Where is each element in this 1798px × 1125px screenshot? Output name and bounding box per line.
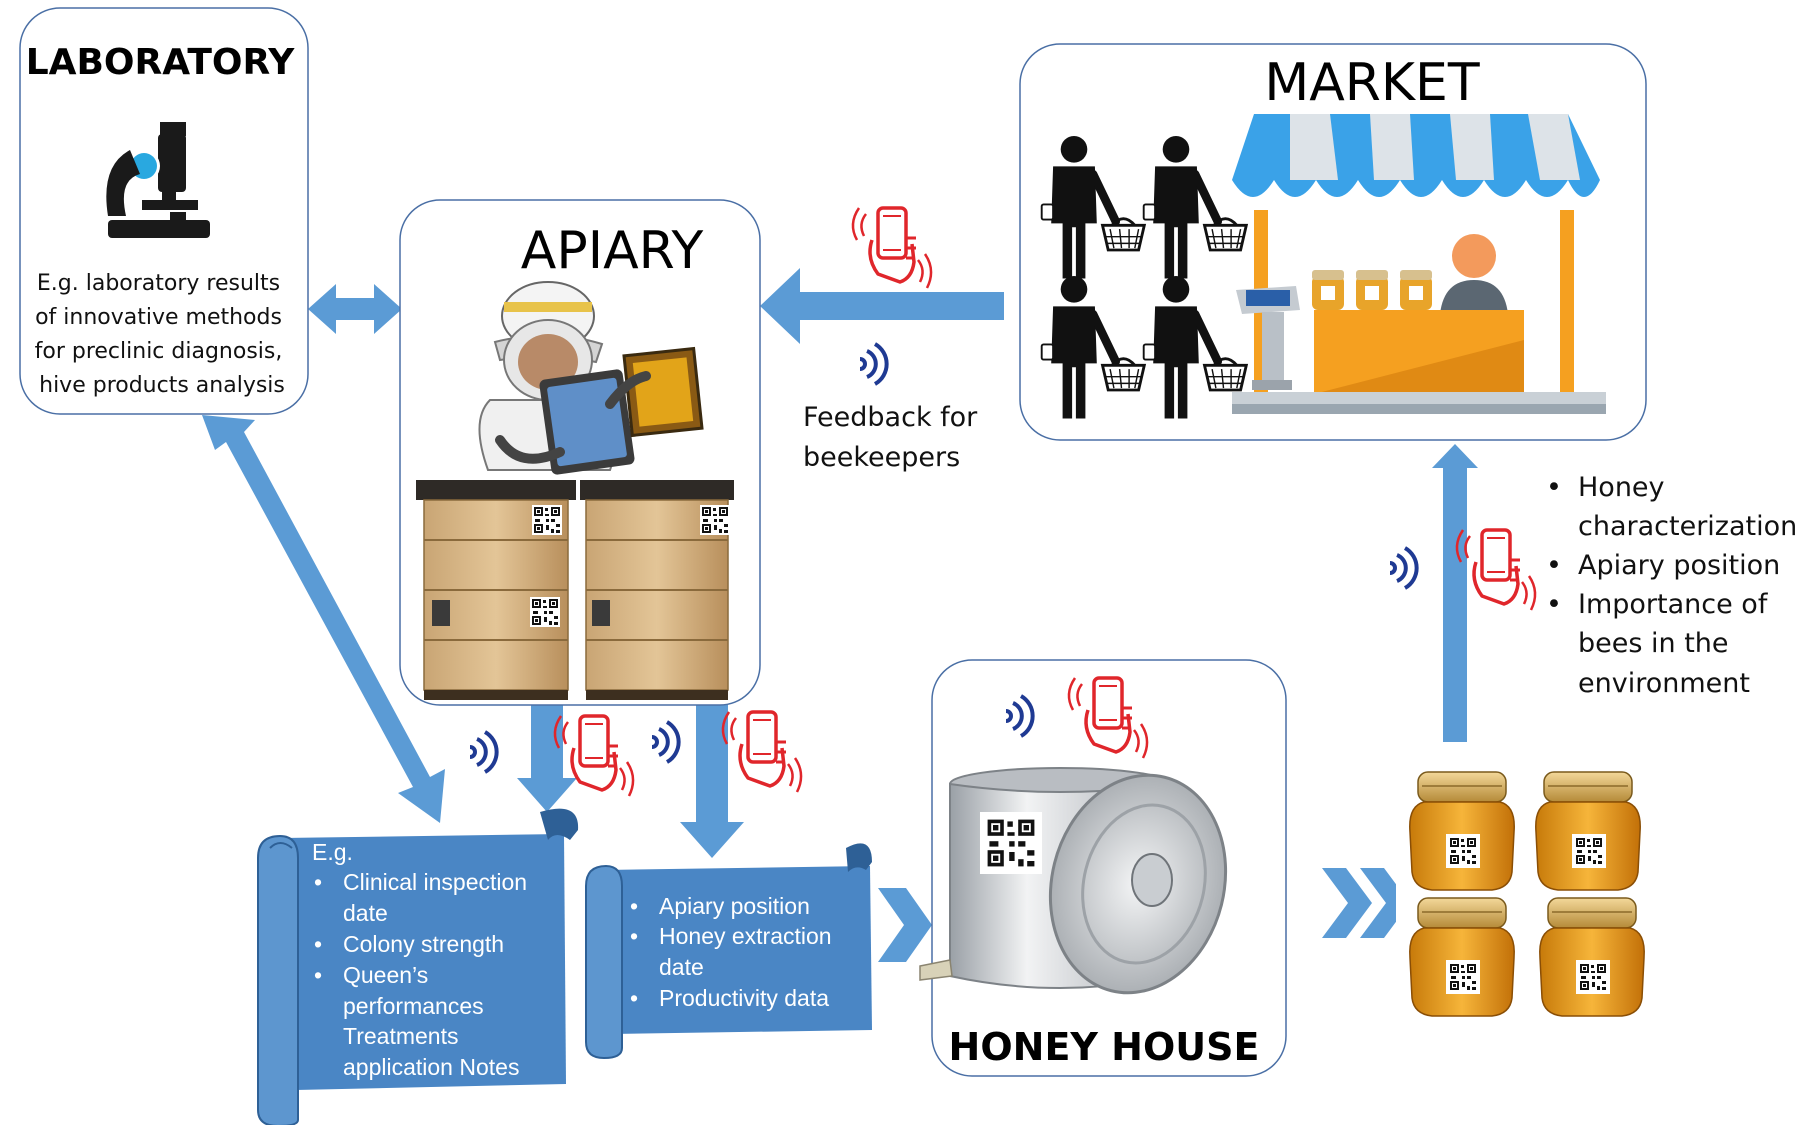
beehive-icon [416,480,734,700]
qr-code-icon [532,505,562,535]
signal-waves-icon [468,730,499,774]
scroll-middle-line-2: Honey extraction [659,923,832,949]
market-info-list: • Honey characterization • Apiary positi… [1546,472,1798,699]
honey-jars [1396,760,1644,1018]
market-info-item-2-line-1: Apiary position [1578,550,1780,581]
scroll-left-line-1: E.g. [312,839,353,865]
market-info-item-3-line-3: environment [1578,668,1750,699]
laboratory-title: LABORATORY [26,42,296,83]
scroll-middle-bullet-1: • [630,893,638,919]
market-info-item-1-line-2: characterization [1578,511,1797,542]
svg-text:• Honey characteri: • Honey characterization • Apiary positi… [1546,472,1798,699]
apiary-title: APIARY [521,221,704,281]
qr-code-icon [700,505,730,535]
svg-text:Feedback for beekeepers: Feedback for beekeepers [803,402,986,473]
scroll-left-line-4: Colony strength [343,931,504,957]
svg-text:• Apiary position: • Apiary position • Honey extraction dat… [630,893,838,1011]
svg-text:E.g. • Clinical in: E.g. • Clinical inspection date • Colony… [312,839,533,1080]
scroll-middle-bullet-2: • [630,923,638,949]
honey-jar-icon [1410,772,1514,890]
market-panel: MARKET [1019,43,1647,441]
qr-code-icon [530,597,560,627]
laboratory-line-1: E.g. laboratory results [37,271,280,296]
phone-icon [721,710,803,794]
scroll-left-line-2: Clinical inspection [343,869,527,895]
signal-waves-icon [1388,546,1419,590]
laboratory-panel: LABORATORY E.g. laboratory results of in… [19,7,309,415]
beekeeper-icon [478,281,704,475]
feedback-arrow [760,268,1004,344]
feedback-line-2: beekeepers [803,442,960,473]
lab-apiary-arrow [308,284,402,334]
market-title: MARKET [1264,53,1480,113]
market-stall-icon [1232,114,1606,414]
double-chevron-icon [1322,868,1410,938]
scroll-middle-bullet-3: • [630,985,638,1011]
scroll-middle-line-4: Productivity data [659,985,829,1011]
market-info-bullet-3: • [1546,589,1562,620]
market-info-bullet-2: • [1546,550,1562,581]
laboratory-line-2: of innovative methods [35,305,282,330]
scroll-middle: • Apiary position • Honey extraction dat… [585,843,872,1060]
signal-waves-icon [650,720,681,764]
market-info-item-3-line-2: bees in the [1578,628,1729,659]
jars-market-arrow [1432,444,1478,742]
scroll-left-bullet-3: • [314,962,322,988]
phone-icon [851,206,933,290]
honey-jar-icon [1536,772,1640,890]
scroll-middle-line-1: Apiary position [659,893,810,919]
scroll-left-line-7: Treatments [343,1023,458,1049]
scroll-middle-line-3: date [659,954,704,980]
scroll-left-line-8: application Notes [343,1054,519,1080]
feedback-line-1: Feedback for [803,402,978,433]
market-info-item-3-line-1: Importance of [1578,589,1769,620]
honey-house-panel: HONEY HOUSE [919,659,1287,1077]
honey-jar-icon [1540,898,1644,1016]
apiary-panel: APIARY [399,199,761,706]
scroll-left-bullet-2: • [314,931,322,957]
lab-scroll-arrow [202,415,445,823]
scroll-left-line-6: performances [343,993,484,1019]
scroll-honey-chevron [878,888,932,962]
scroll-left: E.g. • Clinical inspection date • Colony… [257,808,579,1125]
honey-tank-icon [919,767,1228,995]
phone-icon [1455,528,1537,612]
feedback-group: Feedback for beekeepers [803,206,986,473]
scroll-left-line-5: Queen’s [343,962,428,988]
laboratory-line-4: hive products analysis [39,373,285,398]
market-info-bullet-1: • [1546,472,1562,503]
scroll-scan-group [468,710,803,798]
signal-waves-icon [858,342,889,386]
svg-text:E.g. laboratory results: E.g. laboratory results of innovative me… [35,271,290,398]
market-info-item-1-line-1: Honey [1578,472,1665,503]
scroll-left-line-3: date [343,900,388,926]
scroll-left-bullet-1: • [314,869,322,895]
laboratory-line-3: for preclinic diagnosis, [35,339,283,364]
honey-jar-icon [1410,898,1514,1016]
microscope-icon [106,122,210,238]
honey-house-title: HONEY HOUSE [949,1025,1260,1069]
qr-code-icon [984,816,1038,870]
